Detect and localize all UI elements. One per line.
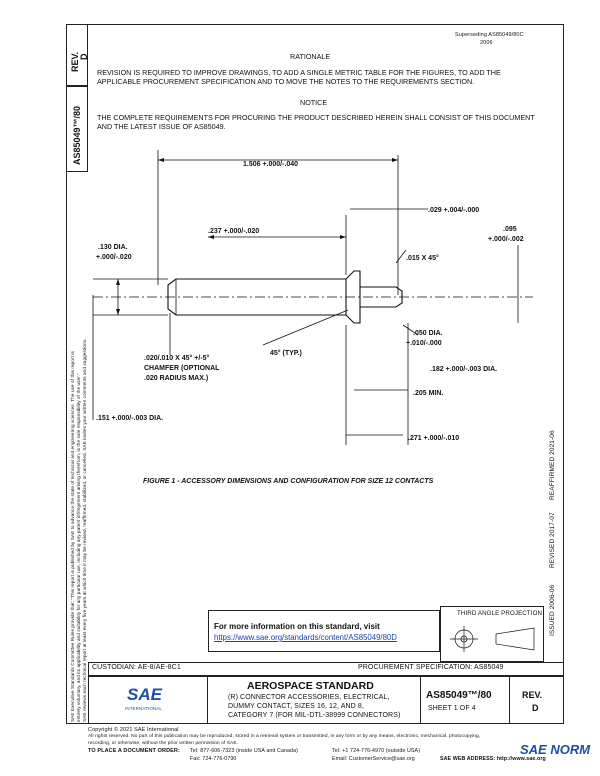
sae-logo: SAE xyxy=(127,685,162,704)
rev-box xyxy=(66,24,88,86)
chamfer-020c: .020 RADIUS MAX.) xyxy=(144,375,208,382)
title-desc-3: CATEGORY 7 (FOR MIL-DTL-38999 CONNECTORS… xyxy=(228,712,401,719)
dim-182: .182 +.000/-.003 DIA. xyxy=(430,366,497,373)
revised-date: REVISED 2017-07 xyxy=(549,512,556,568)
procurement: PROCUREMENT SPECIFICATION: AS85049 xyxy=(358,664,504,671)
third-angle-label: THIRD ANGLE PROJECTION xyxy=(457,610,543,617)
title-desc-2: DUMMY CONTACT, SIZES 16, 12, AND 8, xyxy=(228,703,364,710)
title-rev-value: D xyxy=(532,703,539,713)
doc-number-vertical: AS85049™/80 xyxy=(72,105,82,165)
dim-050b: +.010/-.000 xyxy=(406,340,442,347)
copyright: Copyright © 2021 SAE International xyxy=(88,727,179,733)
dim-095b: +.000/-.002 xyxy=(488,236,524,243)
flange xyxy=(345,270,361,324)
chamfer-020a: .020/.010 X 45° +/-5° xyxy=(144,354,210,362)
dim-overall: 1.506 +.000/-.040 xyxy=(243,161,298,168)
superseding: Superseding AS85049/80C xyxy=(455,32,524,38)
watermark: SAE NORM xyxy=(520,742,591,757)
chamfer-015: .015 X 45° xyxy=(406,254,439,262)
title-desc-1: (R) CONNECTOR ACCESSORIES, ELECTRICAL, xyxy=(228,694,390,701)
notice-body: THE COMPLETE REQUIREMENTS FOR PROCURING … xyxy=(97,113,535,131)
leader-050 xyxy=(402,324,419,336)
dim-130b: +.000/-.020 xyxy=(96,254,132,261)
dim-271: .271 +.000/-.010 xyxy=(408,435,459,442)
left-margin-line-3: SAE reviews each technical report at lea… xyxy=(82,338,87,722)
third-angle-symbol xyxy=(450,626,535,652)
notice-heading: NOTICE xyxy=(300,98,328,107)
title-doc-number: AS85049™/80 xyxy=(426,690,492,701)
info-text: For more information on this standard, v… xyxy=(214,622,380,631)
angle-45: 45° (TYP.) xyxy=(270,349,302,357)
aerospace-standard: AEROSPACE STANDARD xyxy=(247,680,374,692)
dim-237: .237 +.000/-.020 xyxy=(208,228,259,235)
fax: Fax: 724-776-0790 xyxy=(190,756,237,762)
rationale-heading: RATIONALE xyxy=(290,52,331,61)
order-label: TO PLACE A DOCUMENT ORDER: xyxy=(88,748,180,754)
info-box xyxy=(208,610,440,652)
sheet-number: SHEET 1 OF 4 xyxy=(428,705,476,712)
third-angle-box xyxy=(440,606,544,662)
dim-029: .029 +.004/-.000 xyxy=(428,207,479,214)
custodian-row xyxy=(88,662,564,676)
left-margin-line-2: entirely voluntary, and its applicabilit… xyxy=(76,373,81,722)
superseding-date: 2006 xyxy=(480,40,493,46)
issued-date: ISSUED 2006-06 xyxy=(549,584,556,636)
title-rev-label: REV. xyxy=(522,690,543,700)
pin-tip xyxy=(360,286,403,308)
dim-130a: .130 DIA. xyxy=(98,244,128,251)
tel-usa: Tel: 877-606-7323 (inside USA and Canada… xyxy=(190,748,299,754)
chamfer-020b: CHAMFER (OPTIONAL xyxy=(144,365,220,372)
left-margin-line-1: SAE Executive Standards Committee Rules … xyxy=(70,351,75,722)
sae-logo-sub: INTERNATIONAL xyxy=(125,706,162,711)
figure-caption: FIGURE 1 - ACCESSORY DIMENSIONS AND CONF… xyxy=(143,478,434,485)
doc-cell xyxy=(420,676,510,724)
standard-link[interactable]: https://www.sae.org/standards/content/AS… xyxy=(214,633,397,642)
dim-205: .205 MIN. xyxy=(413,390,443,397)
rights-2: recording, or otherwise, without the pri… xyxy=(88,741,239,746)
custodian: CUSTODIAN: AE-8/AE-8C1 xyxy=(92,664,181,671)
logo-cell xyxy=(88,676,208,724)
email: Email: CustomerService@sae.org xyxy=(332,756,415,762)
dim-095a: .095 xyxy=(503,226,517,233)
contact-drawing: 1.506 +.000/-.040 .029 +.004/-.000 .095 … xyxy=(92,150,533,445)
dim-050a: .050 DIA. xyxy=(413,330,443,337)
dim-151: .151 +.000/-.003 DIA. xyxy=(96,415,163,422)
rev-value: D xyxy=(79,53,89,61)
leader-015 xyxy=(395,249,407,264)
leader-45 xyxy=(262,309,349,346)
rationale-body: REVISION IS REQUIRED TO IMPROVE DRAWINGS… xyxy=(97,68,501,86)
doc-number-box xyxy=(66,86,88,172)
rights-1: All rights reserved. No part of this pub… xyxy=(88,734,481,739)
web-address: SAE WEB ADDRESS: http://www.sae.org xyxy=(440,756,546,762)
tel-intl: Tel: +1 724-776-4970 (outside USA) xyxy=(332,748,421,754)
